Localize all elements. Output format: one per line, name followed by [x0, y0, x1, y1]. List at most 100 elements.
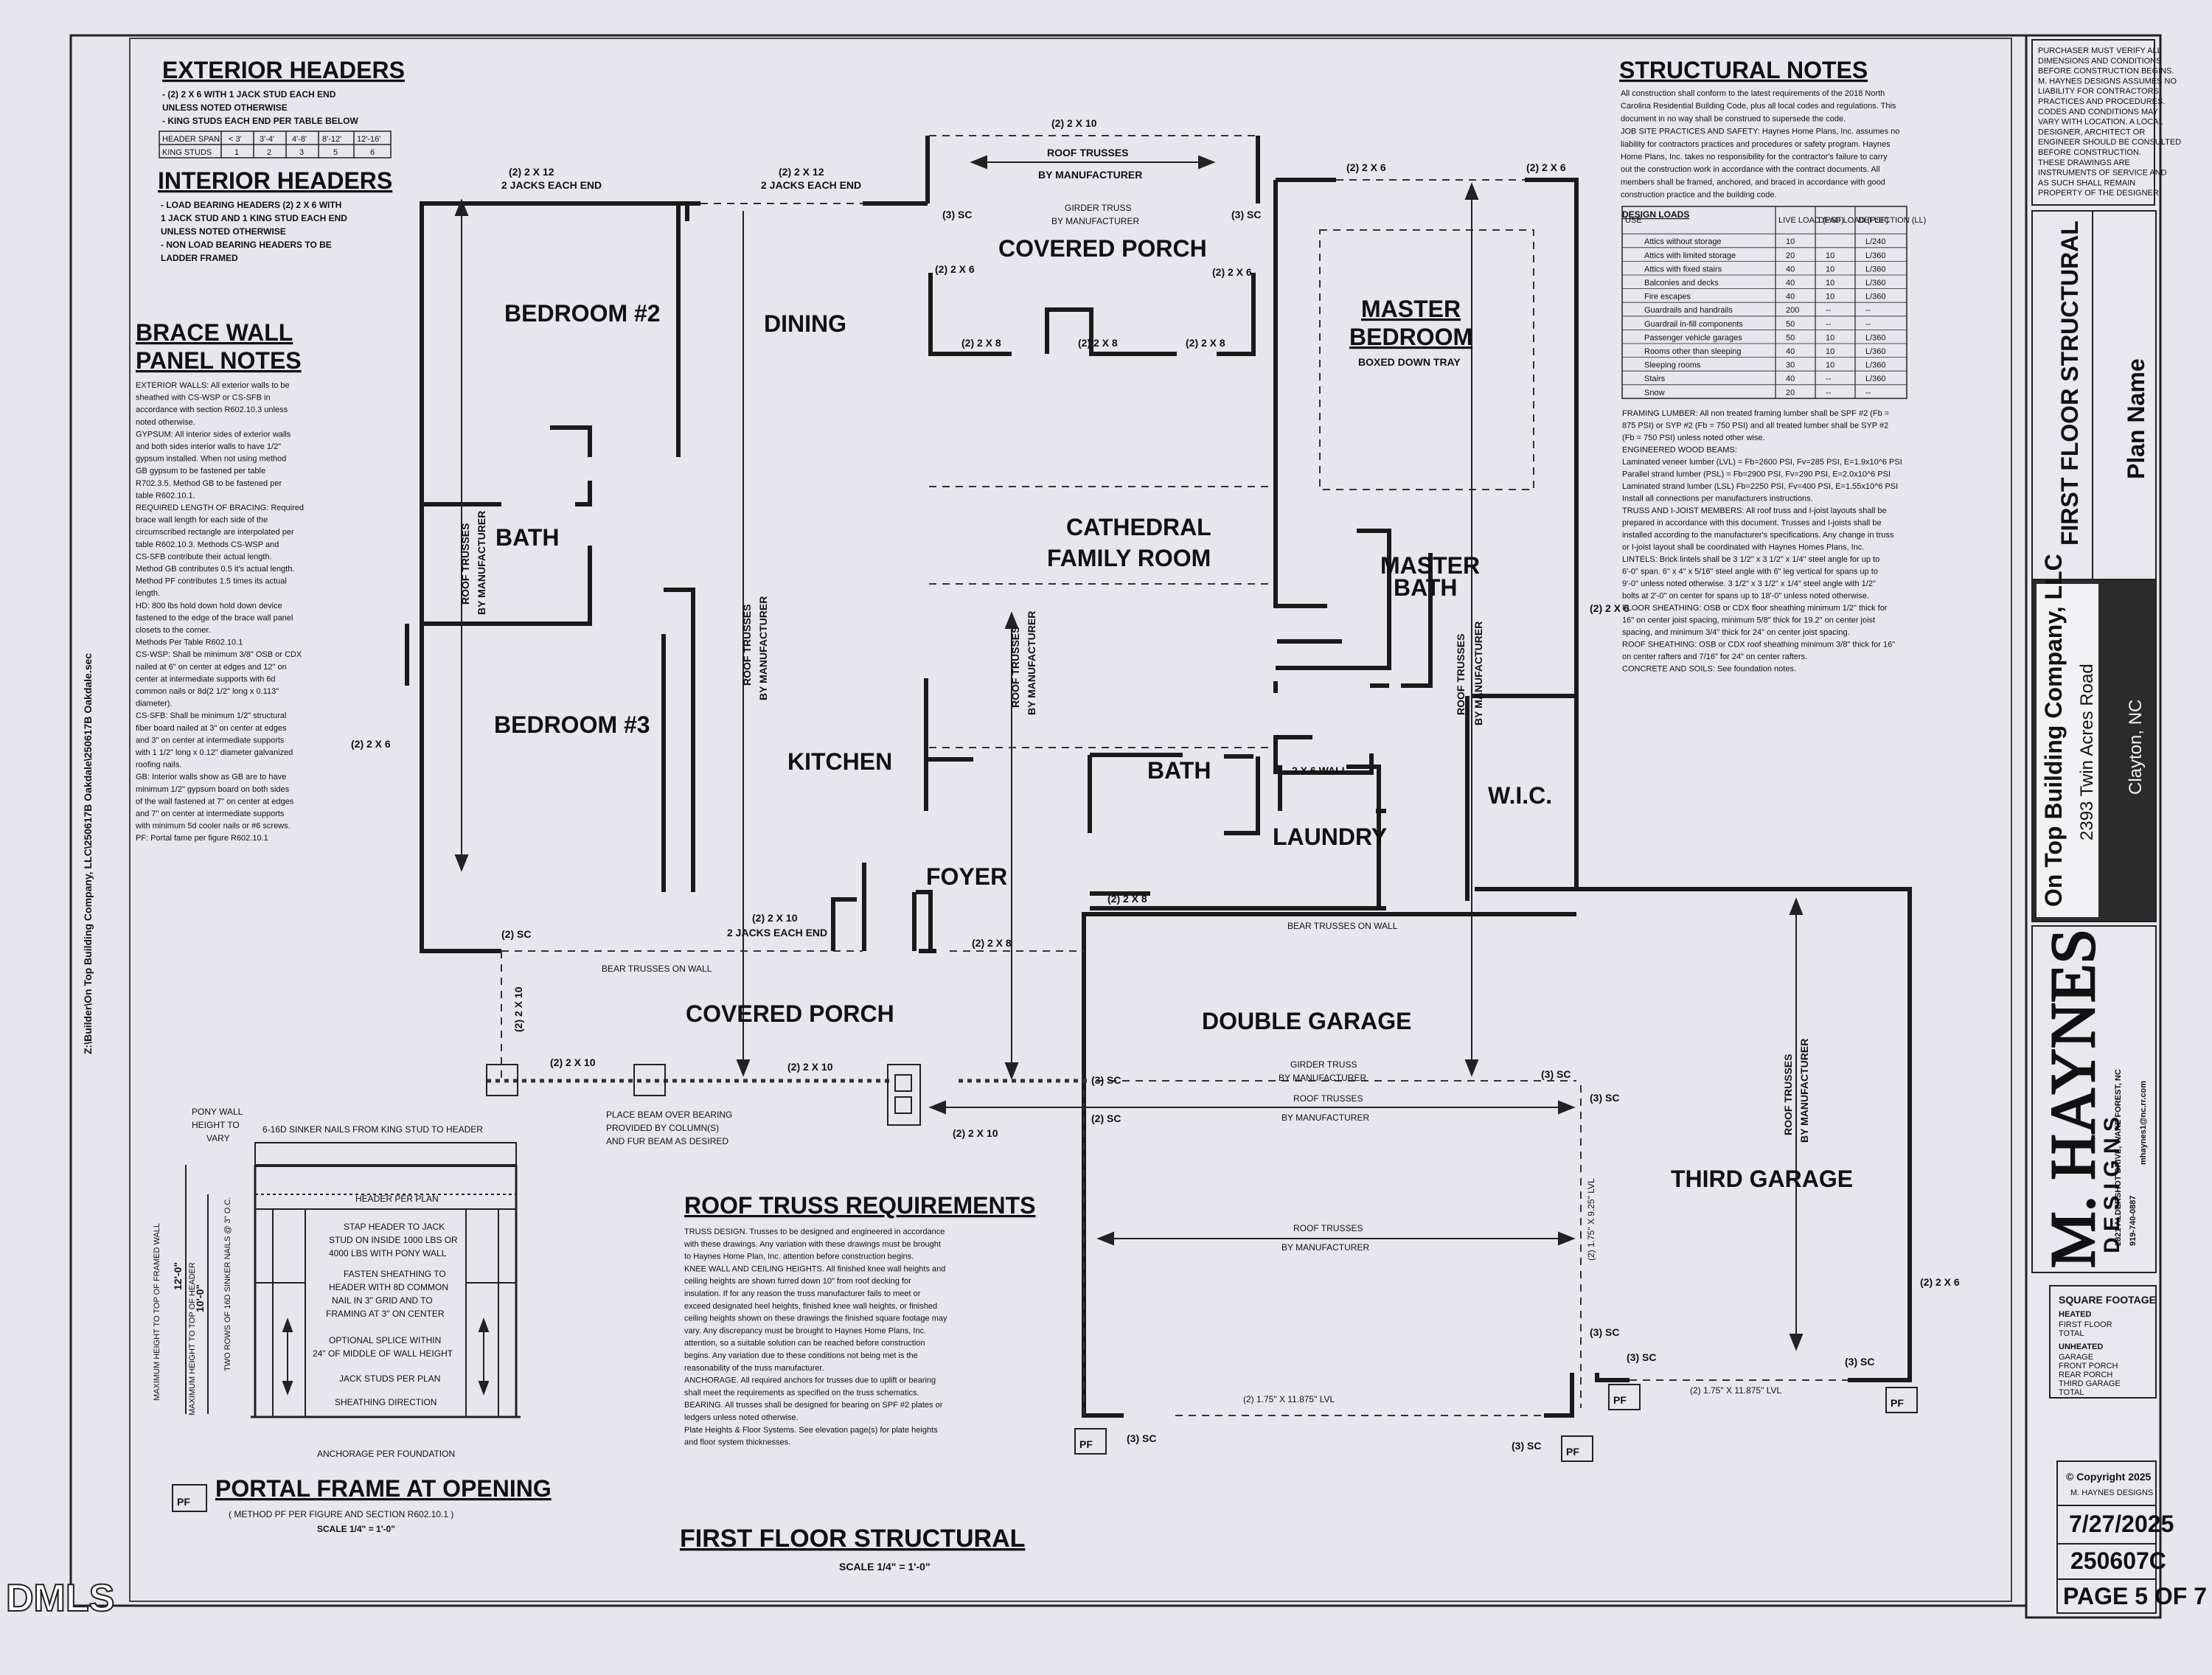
roof-truss-label: ROOF TRUSSES [1455, 634, 1467, 715]
roof-truss-req-line: reasonability of the truss manufacturer. [684, 1364, 824, 1373]
structural-body-line: TRUSS AND I-JOIST MEMBERS: All roof trus… [1622, 506, 1887, 515]
brace-wall-line: and 7" on center at intermediate support… [136, 809, 285, 818]
loads-cell: 20 [1786, 251, 1795, 260]
roof-truss-req-line: ANCHORAGE. All required anchors for trus… [684, 1376, 936, 1385]
structural-body-line: (Fb = 750 PSI) unless noted other wise. [1622, 433, 1765, 442]
structural-body-line: Install all connections per manufacturer… [1622, 495, 1813, 504]
brace-wall-line: sheathed with CS-WSP or CS-SFB in [136, 394, 271, 403]
brace-wall-line: fiber board nailed at 3" on center at ed… [136, 724, 287, 733]
title-block-address: 2393 Twin Acres Road [2077, 664, 2097, 840]
disclaimer-line: BEFORE CONSTRUCTION BEGINS. [2038, 67, 2174, 76]
table-cell: 5 [333, 148, 338, 157]
sc-label: (3) SC [1590, 1326, 1619, 1338]
brace-wall-title: PANEL NOTES [136, 347, 302, 374]
interior-headers-title: INTERIOR HEADERS [158, 167, 392, 194]
brace-wall-line: diameter). [136, 700, 173, 708]
loads-cell: 20 [1786, 389, 1795, 397]
roof-truss-req-line: with these drawings. Any variation with … [684, 1240, 941, 1249]
brace-wall-line: table R602.10.3. Methods CS-WSP and [136, 540, 279, 549]
structural-notes: STRUCTURAL NOTES All construction shall … [1619, 57, 1926, 674]
loads-cell: L/360 [1865, 347, 1886, 356]
portal-pony-note: VARY [206, 1133, 230, 1143]
loads-cell: 10 [1826, 265, 1834, 274]
roof-truss-req-line: shall meet the requirements as specified… [684, 1388, 919, 1397]
brace-wall-line: noted otherwise. [136, 418, 195, 427]
sc-label: (2) SC [501, 928, 531, 940]
brace-wall-line: circumscribed rectangle are interpolated… [136, 528, 294, 537]
copyright: M. HAYNES DESIGNS [2070, 1488, 2153, 1497]
table-cell: 2 [267, 148, 271, 157]
header-label: (2) 2 X 10 [1051, 117, 1097, 129]
structural-notes-intro: All construction shall conform to the la… [1621, 89, 1899, 200]
portal-sheathing-note: SHEATHING DIRECTION [335, 1397, 437, 1407]
room-foyer: FOYER [926, 863, 1007, 890]
interior-headers-line: UNLESS NOTED OTHERWISE [161, 226, 286, 237]
sqft-title: SQUARE FOOTAGE [2059, 1294, 2156, 1306]
lvl-label: (2) 1.75" X 11.875" LVL [1690, 1385, 1781, 1396]
structural-body-line: prepared in accordance with this documen… [1622, 519, 1882, 528]
room-kitchen: KITCHEN [787, 748, 892, 775]
roof-truss-req-lines: TRUSS DESIGN. Trusses to be designed and… [684, 1227, 947, 1447]
roof-truss-req-line: ceiling heights shown on these drawings … [684, 1314, 947, 1323]
loads-cell: Guardrail in-fill components [1644, 320, 1743, 329]
header-label: (2) 2 X 6 [351, 738, 391, 750]
interior-headers-line: - NON LOAD BEARING HEADERS TO BE [161, 240, 332, 250]
exterior-headers-title: EXTERIOR HEADERS [162, 57, 405, 83]
svg-text:PF: PF [1079, 1438, 1093, 1450]
table-cell: 3 [299, 148, 304, 157]
wall-2x6-label: 2 X 6 WALL [1292, 765, 1349, 776]
structural-body-line: 16" on center joist spacing, minimum 5/8… [1622, 616, 1875, 625]
portal-dim: 12'-0" [172, 1262, 184, 1290]
pf-tag: PF [1561, 1435, 1593, 1462]
watermark: DMLS [5, 1576, 115, 1620]
sc-label: (3) SC [1541, 1068, 1571, 1080]
header-label: (2) 2 X 8 [1107, 893, 1147, 905]
roof-trusses-label: ROOF TRUSSES [1293, 1223, 1363, 1233]
column-post [887, 1064, 921, 1126]
brace-wall-line: nailed at 6" on center at edges and 12" … [136, 663, 287, 672]
table-header-cell: 8'-12' [322, 135, 341, 144]
loads-cell: 40 [1786, 279, 1795, 288]
disclaimer-line: ENGINEER SHOULD BE CONSULTED [2038, 138, 2181, 147]
loads-cell: 40 [1786, 265, 1795, 274]
svg-text:PF: PF [1891, 1397, 1904, 1409]
structural-body-line: Laminated strand lumber (LSL) Fb=2250 PS… [1622, 482, 1898, 491]
structural-body-line: spacing, and minimum 3/4" thick for 24" … [1622, 628, 1850, 637]
brace-wall-line: GYPSUM: All interior sides of exterior w… [136, 430, 291, 439]
room-third-garage: THIRD GARAGE [1671, 1166, 1853, 1192]
header-label: (2) 2 X 10 [512, 986, 524, 1032]
column-post [486, 1064, 518, 1096]
table-header-cell: < 3' [229, 135, 242, 144]
header-label: (2) 2 X 10 [787, 1061, 833, 1073]
header-label: BY MANUFACTURER [1038, 169, 1142, 181]
portal-fasten-note: NAIL IN 3" GRID AND TO [332, 1295, 433, 1306]
header-label: 2 JACKS EACH END [761, 179, 861, 191]
sqft-row: GARAGE [2059, 1353, 2093, 1362]
disclaimer-line: DESIGNER, ARCHITECT OR [2038, 128, 2145, 136]
roof-truss-req-line: Plate Heights & Floor Systems. See eleva… [684, 1426, 938, 1435]
title-block-logo: M. HAYNES [2037, 929, 2108, 1268]
portal-pony-note: PONY WALL [192, 1107, 243, 1117]
brace-wall-line: minimum 1/2" gypsum board on both sides [136, 785, 290, 794]
header-label: (2) 2 X 8 [961, 337, 1001, 349]
disclaimer-line: PRACTICES AND PROCEDURES. [2038, 97, 2165, 106]
loads-cell: -- [1826, 320, 1832, 329]
roof-truss-label: BY MANUFACTURER [757, 596, 769, 700]
place-beam-note: AND FUR BEAM AS DESIRED [606, 1136, 728, 1146]
exterior-headers-line: - (2) 2 X 6 WITH 1 JACK STUD EACH END [162, 89, 336, 100]
structural-body-line: LINTELS: Brick lintels shall be 3 1/2" x… [1622, 555, 1879, 564]
roof-truss-req-line: ledgers unless noted otherwise. [684, 1413, 799, 1422]
roof-truss-req-line: insulation. If for any reason the truss … [684, 1289, 921, 1298]
loads-cell: L/360 [1865, 265, 1886, 274]
loads-cell: Fire escapes [1644, 293, 1691, 302]
structural-body-line: Laminated veneer lumber (LVL) = Fb=2600 … [1622, 458, 1902, 467]
brace-wall-line: and 3" on center at intermediate support… [136, 736, 285, 745]
header-label: (2) 2 X 10 [550, 1056, 596, 1068]
portal-frame-scale: SCALE 1/4" = 1'-0" [317, 1524, 395, 1534]
portal-dim: 10'-0" [194, 1284, 206, 1312]
loads-cell: 10 [1826, 293, 1834, 302]
sc-label: (3) SC [1512, 1440, 1541, 1452]
structural-intro-line: members shall be framed, anchored, and b… [1621, 178, 1885, 187]
header-label: (2) 2 X 8 [972, 937, 1012, 949]
